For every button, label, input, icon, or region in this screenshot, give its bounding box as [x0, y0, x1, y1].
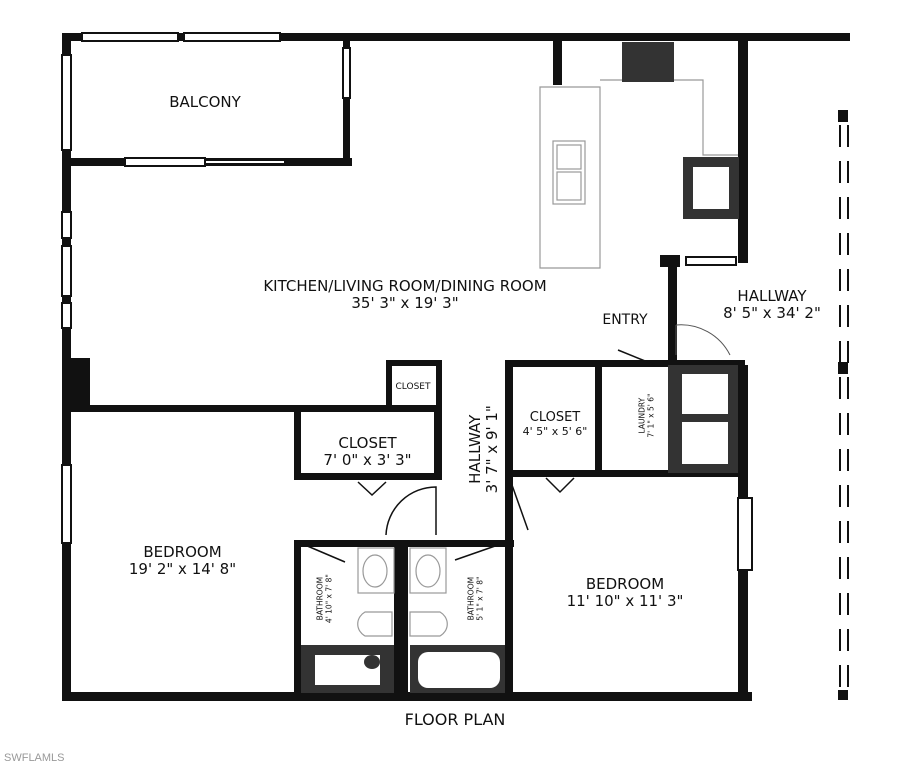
room-name: BALCONY [169, 93, 241, 111]
room-label-bedroom-west: BEDROOM 19' 2" x 14' 8" [110, 543, 255, 579]
room-dimensions: 11' 10" x 11' 3" [566, 592, 684, 611]
watermark: SWFLAMLS [4, 752, 65, 764]
room-name: ENTRY [602, 312, 648, 328]
room-label-bedroom-east: BEDROOM 11' 10" x 11' 3" [555, 575, 695, 611]
room-label-kitchen: KITCHEN/LIVING ROOM/DINING ROOM 35' 3" x… [215, 277, 595, 313]
room-label-bathroom-east: BATHROOM 5' 1" x 7' 8" [466, 564, 484, 634]
room-label-hallway-center: HALLWAY 3' 7" x 9' 1" [465, 389, 502, 509]
room-dimensions: 7' 0" x 3' 3" [323, 451, 412, 470]
room-dimensions: 3' 7" x 9' 1" [483, 405, 501, 494]
bathroom-fixtures [301, 547, 505, 693]
room-dimensions: 19' 2" x 14' 8" [128, 560, 237, 579]
room-name: BEDROOM [585, 575, 665, 593]
room-label-entry: ENTRY [590, 312, 660, 328]
room-name: BEDROOM [143, 543, 222, 561]
exterior-walls [62, 33, 850, 701]
room-name: HALLWAY [737, 287, 807, 305]
room-dimensions: 5' 1" x 7' 8" [475, 576, 484, 621]
room-label-closet-west: CLOSET 7' 0" x 3' 3" [305, 434, 430, 470]
room-dimensions: 4' 5" x 5' 6" [522, 424, 588, 438]
room-dimensions: 7' 1" x 5' 6" [646, 393, 655, 438]
room-name: CLOSET [395, 382, 431, 392]
doors [304, 324, 731, 563]
room-name: CLOSET [529, 410, 581, 425]
room-name: CLOSET [338, 434, 397, 452]
room-label-closet-small: CLOSET [390, 382, 436, 392]
room-dimensions: 4' 10" x 7' 8" [324, 574, 333, 624]
room-dimensions: 35' 3" x 19' 3" [351, 294, 459, 313]
room-dimensions: 8' 5" x 34' 2" [723, 304, 821, 323]
room-label-closet-center: CLOSET 4' 5" x 5' 6" [515, 410, 595, 439]
room-label-hallway-east: HALLWAY 8' 5" x 34' 2" [712, 287, 832, 323]
room-name: HALLWAY [465, 414, 484, 484]
windows [61, 32, 753, 571]
room-label-laundry: LAUNDRY 7' 1" x 5' 6" [637, 381, 655, 451]
room-label-balcony: BALCONY [150, 93, 260, 111]
plan-title: FLOOR PLAN [404, 710, 506, 729]
room-name: KITCHEN/LIVING ROOM/DINING ROOM [263, 277, 547, 295]
hallway-railing [839, 125, 849, 690]
room-label-bathroom-west: BATHROOM 4' 10" x 7' 8" [315, 564, 333, 634]
